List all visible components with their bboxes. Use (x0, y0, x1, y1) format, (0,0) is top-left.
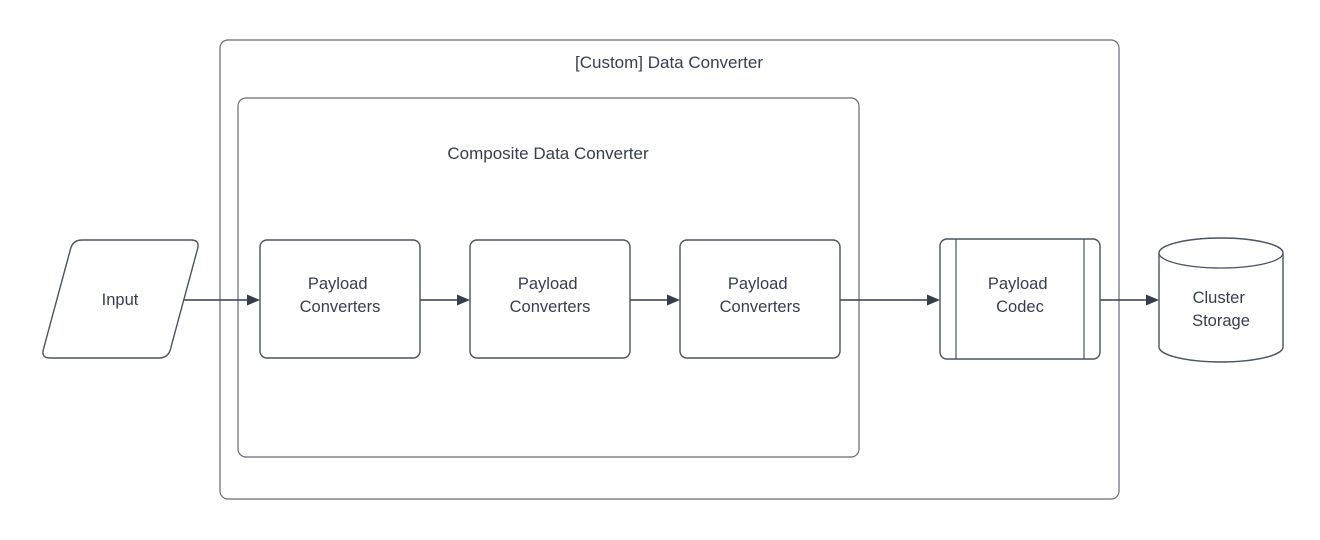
cluster-storage-label: Cluster Storage (1192, 289, 1250, 330)
payload-converters-1-shape (259, 239, 421, 359)
payload-codec-shape (939, 238, 1101, 360)
cluster-storage-cylinder-body (1158, 237, 1284, 363)
payload-converters-3-label: Payload Converters (720, 275, 801, 316)
edge-converter2-to-converter3 (630, 294, 680, 306)
payload-converters-3-shape (679, 239, 841, 359)
custom-data-converter-container (219, 39, 1120, 500)
arrowhead-icon (457, 294, 470, 306)
payload-converters-2-label: Payload Converters (510, 275, 591, 316)
node-cluster-storage: Cluster Storage (1158, 237, 1284, 363)
edge-converter3-to-codec (840, 294, 940, 306)
payload-converters-2-shape (469, 239, 631, 359)
node-input: Input (42, 239, 199, 359)
custom-data-converter-title: [Custom] Data Converter (575, 53, 763, 72)
arrowhead-icon (1146, 294, 1159, 306)
node-payload-converters-3: Payload Converters (679, 239, 841, 359)
node-payload-converters-1: Payload Converters (259, 239, 421, 359)
node-payload-codec: Payload Codec (939, 238, 1101, 360)
edge-input-to-converter1 (184, 294, 260, 306)
edge-codec-to-storage (1100, 294, 1159, 306)
arrowhead-icon (247, 294, 260, 306)
composite-data-converter-container (237, 97, 860, 458)
composite-data-converter-title: Composite Data Converter (447, 144, 649, 163)
input-parallelogram-shape (42, 239, 199, 359)
cluster-storage-cylinder-rim (1158, 252, 1284, 269)
input-label: Input (102, 291, 139, 309)
payload-codec-label: Payload Codec (988, 275, 1052, 316)
arrowhead-icon (927, 294, 940, 306)
arrowhead-icon (667, 294, 680, 306)
edge-converter1-to-converter2 (420, 294, 470, 306)
payload-converters-1-label: Payload Converters (300, 275, 381, 316)
node-payload-converters-2: Payload Converters (469, 239, 631, 359)
